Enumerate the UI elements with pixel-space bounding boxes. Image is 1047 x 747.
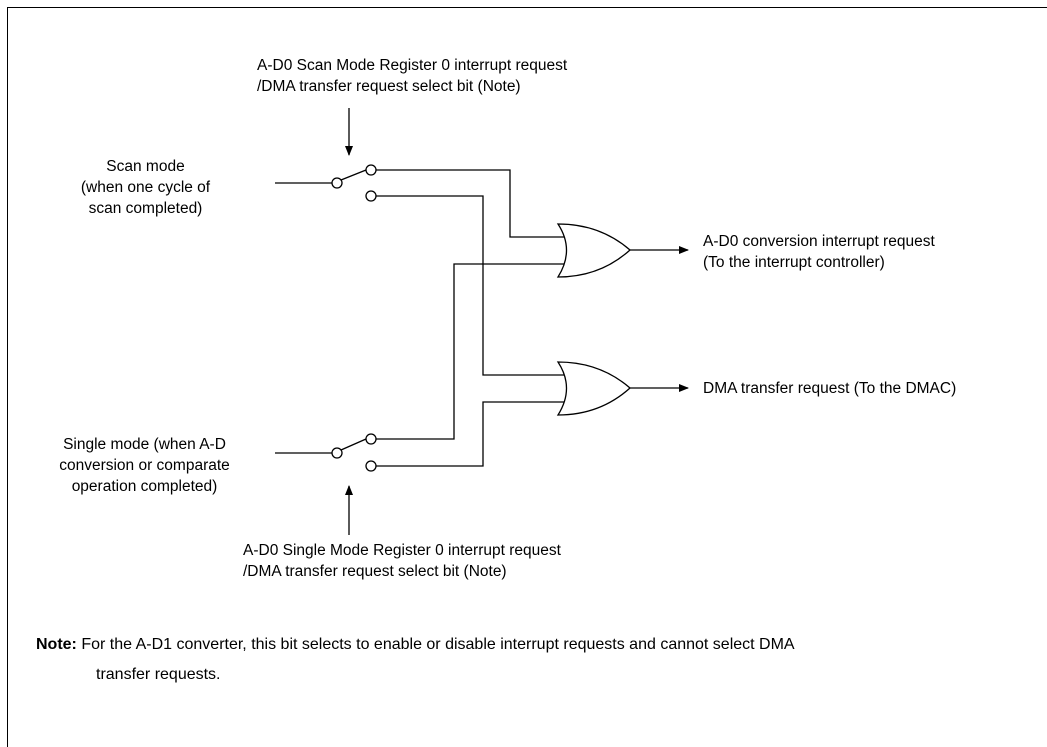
scan-switch-blade [340,169,367,181]
note-continuation: transfer requests. [96,666,221,683]
scan-to-interrupt-wire [376,169,570,238]
single-switch-contact-lower [365,460,377,472]
single-to-dma-wire [376,401,570,467]
scan-mode-label: Scan mode (when one cycle of scan comple… [80,158,211,217]
note-text: For the A-D1 converter, this bit selects… [81,636,795,653]
single-select-bit-label: A-D0 Single Mode Register 0 interrupt re… [243,542,561,580]
scan-switch-pivot [331,177,343,189]
footnote: Note: For the A-D1 converter, this bit s… [36,630,1036,690]
or-gate-interrupt [556,223,631,278]
scan-to-dma-wire [376,195,570,376]
single-switch-contact-upper [365,433,377,445]
dma-request-label: DMA transfer request (To the DMAC) [703,380,957,397]
scan-select-bit-label: A-D0 Scan Mode Register 0 interrupt requ… [257,57,568,95]
single-switch-blade [340,438,367,451]
or-gate-dma [556,361,631,416]
scan-switch-contact-upper [365,164,377,176]
single-mode-label: Single mode (when A-D conversion or comp… [59,436,230,495]
conversion-interrupt-label: A-D0 conversion interrupt request (To th… [703,233,935,271]
single-switch-pivot [331,447,343,459]
note-key: Note: [36,636,77,653]
figure-frame [7,7,1047,747]
scan-switch-contact-lower [365,190,377,202]
single-to-interrupt-wire [376,263,570,440]
